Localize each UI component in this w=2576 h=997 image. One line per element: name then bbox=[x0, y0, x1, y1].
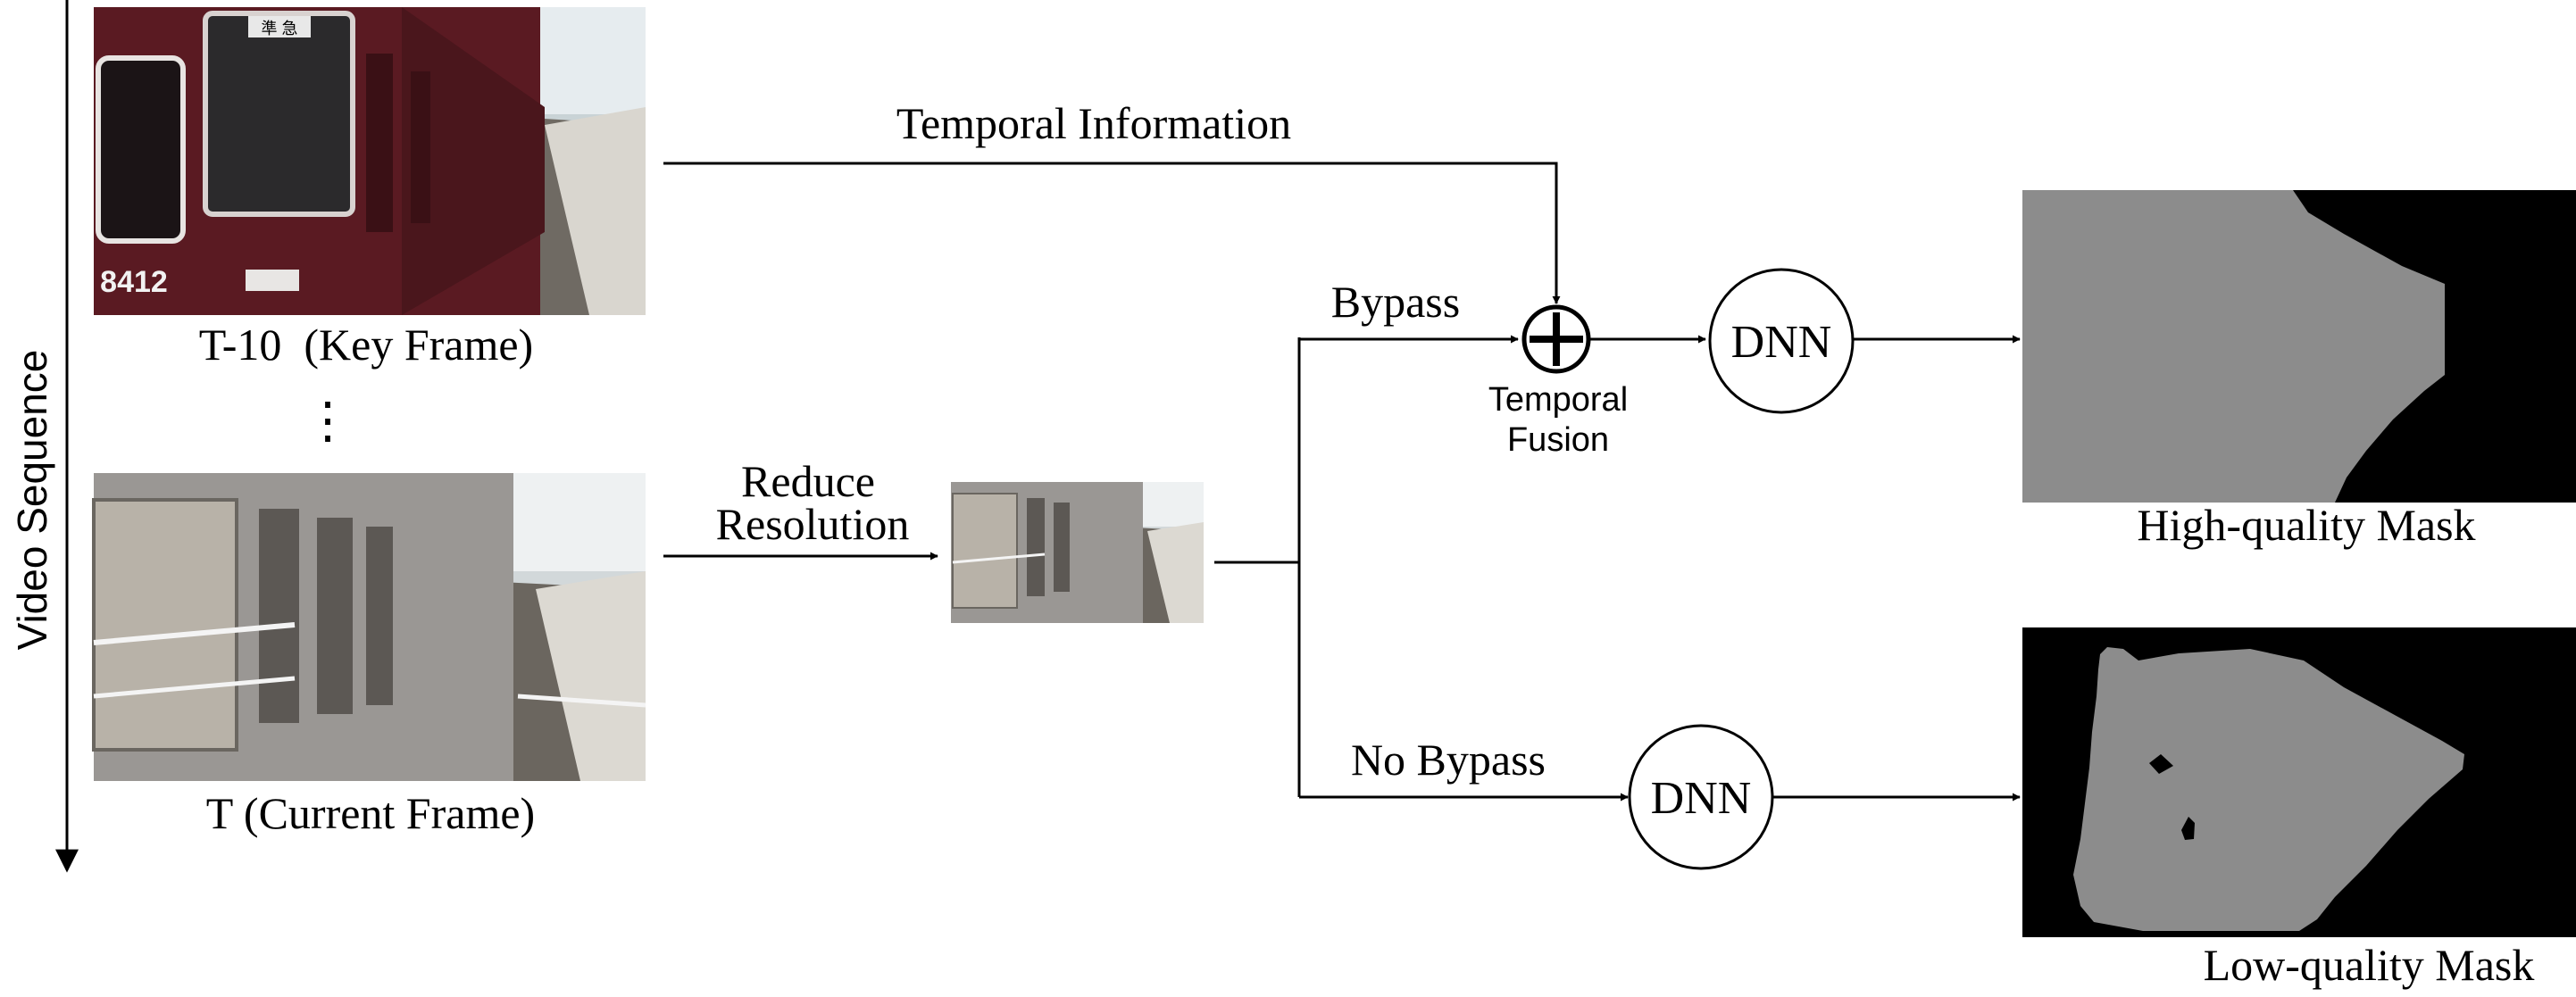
dnn-top-label: DNN bbox=[1731, 317, 1832, 368]
temporal-fusion-label-line2: Fusion bbox=[1507, 421, 1609, 459]
temporal-information-arrow bbox=[663, 162, 1561, 304]
temporal-information-label: Temporal Information bbox=[896, 98, 1291, 148]
low-quality-mask-label: Low-quality Mask bbox=[2204, 940, 2535, 990]
current-frame-label: T (Current Frame) bbox=[206, 788, 535, 838]
high-quality-mask-image bbox=[2022, 190, 2576, 503]
video-sequence-axis: Video Sequence bbox=[9, 0, 79, 873]
dnn-top-node bbox=[1708, 268, 1855, 414]
bypass-label: Bypass bbox=[1331, 277, 1460, 327]
temporal-fusion-label-line1: Temporal bbox=[1488, 381, 1628, 419]
frame-ellipsis: ⋮ bbox=[303, 394, 353, 449]
train-sign-text: 準 急 bbox=[261, 20, 297, 37]
low-quality-mask-image bbox=[2022, 627, 2576, 937]
key-frame-label: T-10 (Key Frame) bbox=[199, 320, 533, 370]
high-quality-mask-label: High-quality Mask bbox=[2137, 500, 2475, 550]
dnn-bottom-label: DNN bbox=[1651, 773, 1752, 824]
reduced-frame-image bbox=[951, 482, 1204, 623]
video-sequence-label: Video Sequence bbox=[9, 350, 55, 651]
train-number-text: 8412 bbox=[100, 265, 168, 299]
current-frame-image bbox=[92, 473, 646, 781]
no-bypass-label: No Bypass bbox=[1351, 735, 1546, 785]
resolution-label: Resolution bbox=[716, 499, 910, 549]
key-frame-image: 準 急 8412 bbox=[94, 7, 646, 315]
temporal-fusion-node bbox=[1521, 304, 1591, 374]
reduce-label: Reduce bbox=[741, 456, 875, 506]
